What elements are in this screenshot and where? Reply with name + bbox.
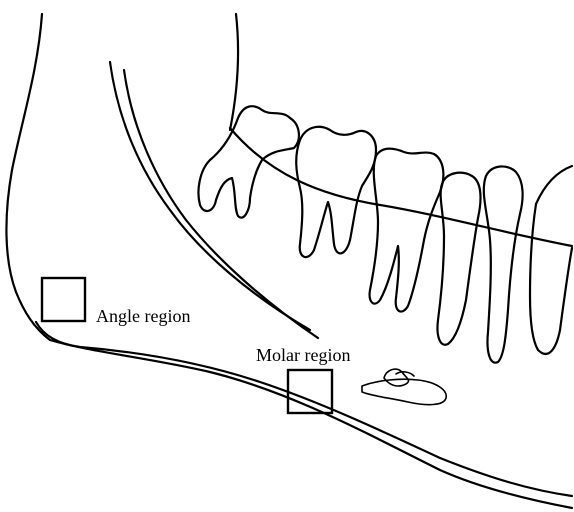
angle-region-label: Angle region xyxy=(96,306,190,326)
ramus-anterior-outline xyxy=(230,14,238,130)
second-premolar xyxy=(437,173,480,345)
mandibular-canal-lower xyxy=(124,70,318,338)
second-molar xyxy=(296,127,376,257)
first-molar xyxy=(370,149,444,312)
canine xyxy=(530,166,572,354)
mandibular-canal-upper xyxy=(110,62,310,330)
angle-region-box xyxy=(42,278,85,321)
occlusal-plane-line xyxy=(230,128,572,246)
third-molar xyxy=(198,106,298,217)
molar-region-label: Molar region xyxy=(256,345,350,365)
mental-foramen xyxy=(362,379,446,404)
first-premolar xyxy=(484,166,523,362)
ramus-posterior-outline xyxy=(6,14,572,508)
